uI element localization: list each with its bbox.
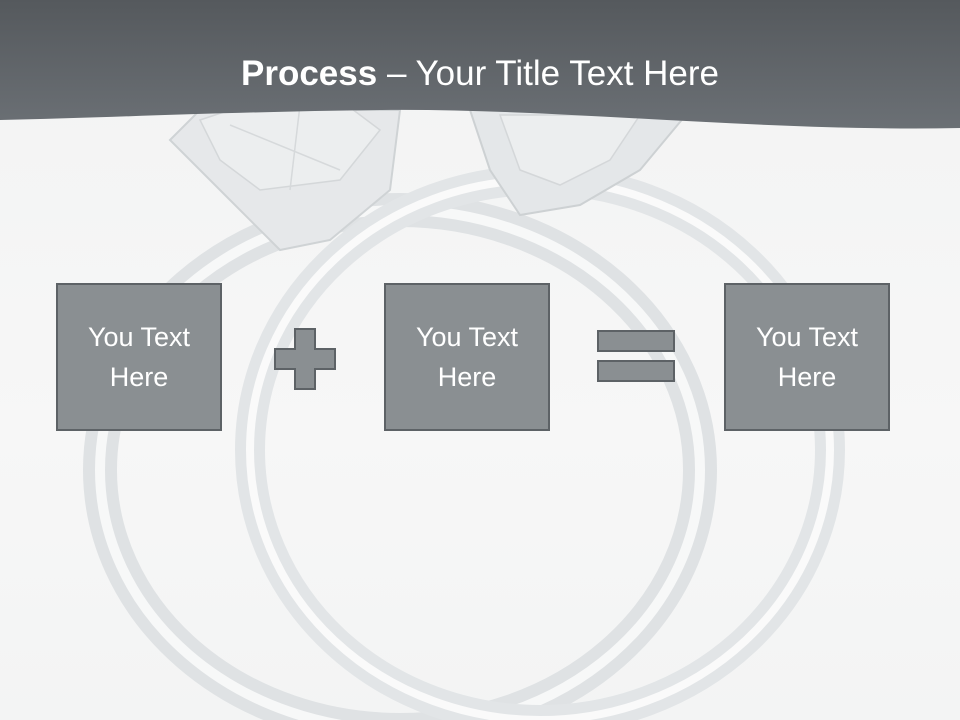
title-separator: –	[377, 54, 416, 93]
process-box-1-line2: Here	[109, 362, 169, 392]
process-box-3-line1: You Text	[755, 322, 859, 352]
process-box-2-line1: You Text	[415, 322, 519, 352]
title-bold: Process	[241, 54, 378, 93]
header-band	[0, 0, 960, 129]
page-title: Process – Your Title Text Here	[0, 52, 960, 96]
process-box-2-line2: Here	[437, 362, 497, 392]
process-box-2[interactable]: You Text Here	[384, 283, 550, 431]
plus-icon	[274, 328, 336, 390]
process-box-3[interactable]: You Text Here	[724, 283, 890, 431]
process-box-3-line2: Here	[777, 362, 837, 392]
title-rest: Your Title Text Here	[415, 54, 720, 93]
process-box-1-line1: You Text	[87, 322, 191, 352]
process-box-1[interactable]: You Text Here	[56, 283, 222, 431]
equals-icon	[597, 330, 675, 382]
